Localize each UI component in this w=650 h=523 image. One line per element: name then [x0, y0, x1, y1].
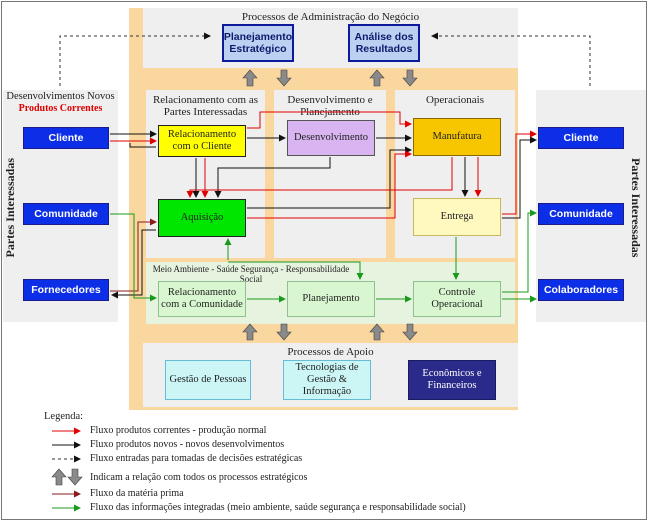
right-colaboradores-box: Colaboradores	[538, 279, 624, 301]
left-panel-subtitle: Produtos Correntes	[18, 103, 103, 114]
results-analysis-box: Análise dos Resultados	[348, 24, 420, 62]
support-title: Processos de Apoio	[287, 346, 374, 358]
support-finance-box: Econômicos e Financeiros	[408, 360, 496, 400]
legend-item-new-products: Fluxo produtos novos - novos desenvolvim…	[90, 439, 285, 450]
col3-title: Operacionais	[425, 94, 485, 106]
left-cliente-box: Cliente	[23, 127, 109, 149]
legend-item-integrated-info: Fluxo das informações integradas (meio a…	[90, 502, 466, 513]
strategic-planning-box: Planejamento Estratégico	[222, 24, 294, 62]
left-comunidade-box: Comunidade	[23, 203, 109, 225]
legend-item-current-products: Fluxo produtos correntes - produção norm…	[90, 425, 267, 436]
col1-title: Relacionamento com as Partes Interessada…	[152, 94, 259, 118]
aquisicao-box: Aquisição	[158, 199, 246, 237]
controle-operacional-box: Controle Operacional	[413, 281, 501, 317]
legend-title: Legenda:	[44, 411, 84, 422]
relacionamento-cliente-box: Relacionamento com o Cliente	[158, 125, 246, 157]
left-panel-title: Desenvolvimentos Novos	[6, 91, 115, 102]
left-fornecedores-box: Fornecedores	[23, 279, 109, 301]
relacionamento-comunidade-box: Relacionamento com a Comunidade	[158, 281, 246, 317]
legend-item-raw-material: Fluxo da matéria prima	[90, 488, 184, 499]
planejamento-box: Planejamento	[287, 281, 375, 317]
legend-item-strategic-inputs: Fluxo entradas para tomadas de decisões …	[90, 453, 303, 464]
column-desenvolvimento	[274, 90, 386, 258]
support-technology-box: Tecnologias de Gestão & Informação	[283, 360, 371, 400]
col2-title: Desenvolvimento e Planejamento	[287, 94, 373, 118]
right-side-label: Partes Interessadas	[629, 158, 643, 258]
legend-item-strategic-relation: Indicam a relação com todos os processos…	[90, 472, 308, 483]
right-cliente-box: Cliente	[538, 127, 624, 149]
support-people-box: Gestão de Pessoas	[165, 360, 251, 400]
right-comunidade-box: Comunidade	[538, 203, 624, 225]
entrega-box: Entrega	[413, 198, 501, 236]
desenvolvimento-box: Desenvolvimento	[287, 120, 375, 156]
admin-title: Processos de Administração do Negócio	[241, 11, 420, 23]
environment-band-label: Meio Ambiente - Saúde Segurança - Respon…	[152, 264, 350, 284]
manufatura-box: Manufatura	[413, 118, 501, 156]
